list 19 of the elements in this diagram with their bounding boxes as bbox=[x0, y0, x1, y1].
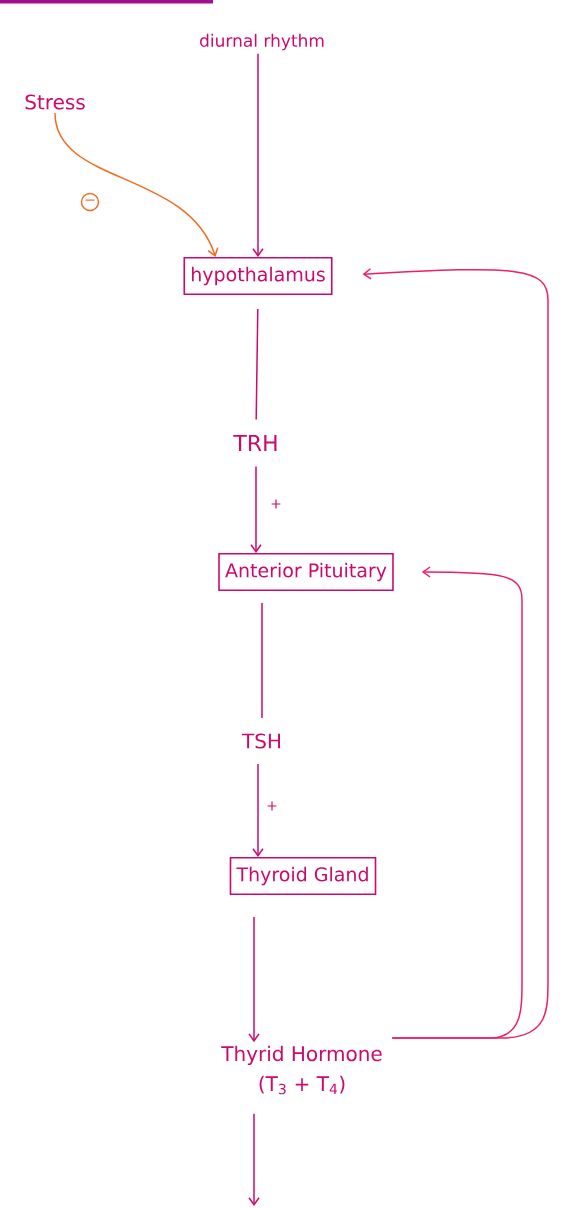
edge-label: + bbox=[264, 799, 280, 813]
arrow bbox=[248, 1113, 260, 1206]
hormone-label: TRH bbox=[233, 435, 277, 452]
hormone-label: Thyrid Hormone (T$_{3}$ + T$_{4}$) bbox=[221, 1045, 382, 1095]
edge-label: + bbox=[268, 497, 284, 511]
arrow bbox=[252, 53, 264, 258]
hormone-label: TSH bbox=[241, 733, 280, 749]
source-label: diurnal rhythm bbox=[200, 33, 324, 51]
arrow bbox=[248, 916, 260, 1043]
arrow bbox=[252, 763, 264, 857]
arrow bbox=[362, 268, 549, 1039]
source-label: Stress bbox=[25, 94, 85, 110]
arrow bbox=[391, 566, 523, 1039]
arrow bbox=[54, 112, 219, 258]
process-box: hypothalamus bbox=[183, 257, 333, 295]
edge-label: − bbox=[80, 192, 100, 212]
process-box: Anterior Pituitary bbox=[218, 553, 394, 591]
arrow bbox=[250, 465, 262, 554]
process-box: Thyroid Gland bbox=[229, 857, 377, 895]
